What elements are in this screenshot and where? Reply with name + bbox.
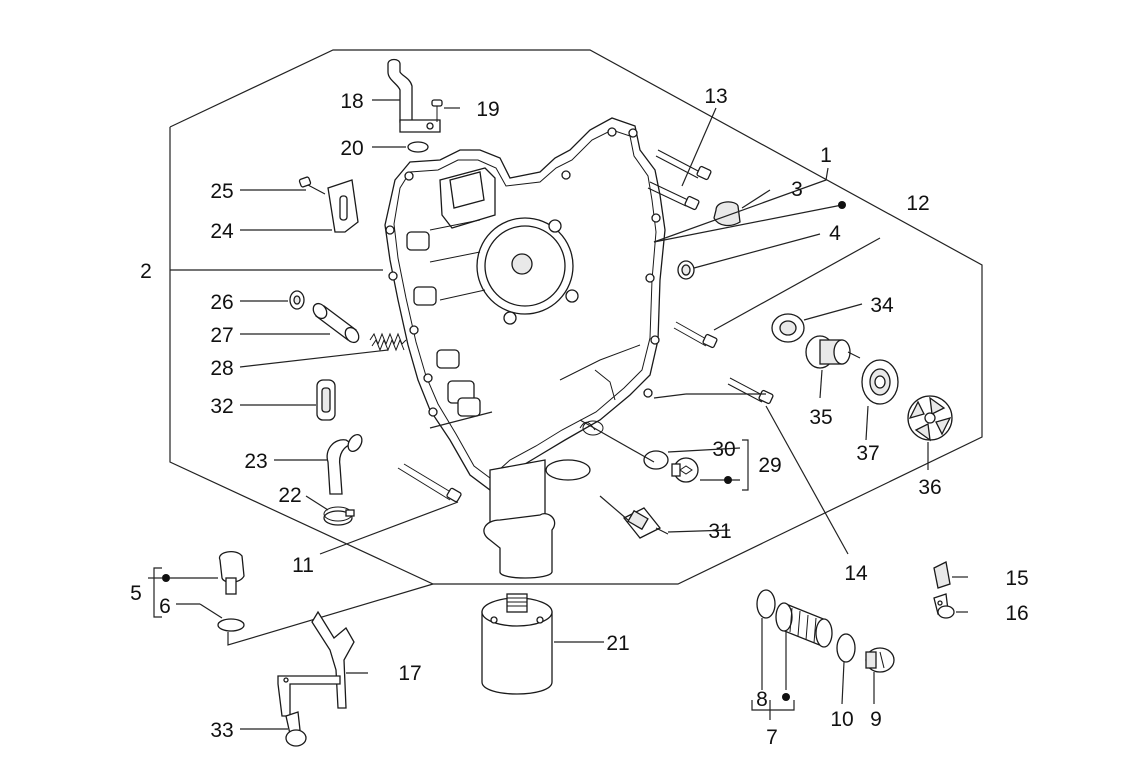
- part-25-bolt: [298, 176, 326, 195]
- callout-27: 27: [210, 324, 233, 347]
- part-7-strainer: [775, 602, 833, 648]
- part-30-o-ring: [643, 450, 669, 470]
- callout-37: 37: [856, 442, 879, 465]
- callout-5: 5: [130, 582, 142, 605]
- marker-dot-7: [782, 693, 790, 701]
- marker-dot-5: [162, 574, 170, 582]
- part-14-bolt: [727, 377, 774, 405]
- callout-19: 19: [476, 98, 499, 121]
- callout-32: 32: [210, 395, 233, 418]
- callout-30: 30: [712, 438, 735, 461]
- callout-17: 17: [398, 662, 421, 685]
- assembly-boundary: [169, 49, 983, 585]
- callout-16: 16: [1005, 602, 1028, 625]
- part-4-washer: [677, 260, 695, 280]
- part-8-o-ring: [756, 589, 776, 619]
- callout-1: 1: [820, 144, 832, 167]
- part-11-bolt: [397, 463, 462, 503]
- part-37-ring: [861, 359, 899, 405]
- part-35-pump-shaft: [805, 335, 861, 369]
- callout-21: 21: [606, 632, 629, 655]
- callout-33: 33: [210, 719, 233, 742]
- callout-20: 20: [340, 137, 363, 160]
- crankcase-cover: [384, 117, 666, 579]
- callout-35: 35: [809, 406, 832, 429]
- part-9-drain-plug: [865, 647, 895, 673]
- part-33-clip: [285, 711, 307, 747]
- part-23-hose: [326, 433, 363, 495]
- callout-23: 23: [244, 450, 267, 473]
- part-12-bolt: [673, 321, 718, 349]
- part-20-o-ring: [407, 141, 429, 153]
- part-18-pipe: [387, 58, 441, 133]
- callout-29: 29: [758, 454, 781, 477]
- callout-15: 15: [1005, 567, 1028, 590]
- part-28-spring: [369, 332, 407, 352]
- callout-2: 2: [140, 260, 152, 283]
- assembly-boundary-lower: [227, 583, 434, 646]
- part-16-clamp: [933, 593, 955, 619]
- callout-34: 34: [870, 294, 894, 317]
- part-13-bolts: [647, 149, 712, 211]
- callout-24: 24: [210, 220, 234, 243]
- part-15-clip: [933, 561, 951, 589]
- callout-36: 36: [918, 476, 941, 499]
- part-17-bracket: [277, 610, 355, 717]
- callout-13: 13: [704, 85, 727, 108]
- callout-11: 11: [292, 554, 314, 577]
- part-36-impeller: [907, 395, 953, 442]
- part-6-o-ring: [217, 618, 245, 632]
- part-26-seal: [289, 290, 305, 310]
- callout-7: 7: [766, 726, 778, 749]
- marker-dot-1: [838, 201, 846, 209]
- callout-18: 18: [340, 90, 363, 113]
- callout-14: 14: [844, 562, 868, 585]
- part-32-gasket: [316, 379, 336, 421]
- part-19-screw: [431, 99, 443, 122]
- callout-6: 6: [159, 595, 171, 618]
- part-31-sensor: [622, 507, 669, 539]
- part-24-bracket: [327, 179, 359, 233]
- marker-dot-29: [724, 476, 732, 484]
- callout-12: 12: [906, 192, 929, 215]
- callout-10: 10: [830, 708, 853, 731]
- part-21-oil-filter: [481, 593, 553, 695]
- callout-22: 22: [278, 484, 301, 507]
- part-34-seal: [771, 313, 805, 343]
- callout-8: 8: [756, 688, 768, 711]
- part-5-cap: [218, 550, 245, 595]
- part-3-cap: [713, 201, 741, 227]
- callout-9: 9: [870, 708, 882, 731]
- callout-3: 3: [791, 178, 803, 201]
- callout-28: 28: [210, 357, 233, 380]
- part-22-clamp: [323, 506, 355, 526]
- callout-25: 25: [210, 180, 233, 203]
- callout-4: 4: [829, 222, 841, 245]
- part-27-sleeve: [312, 302, 360, 344]
- leader-lines: [148, 99, 968, 730]
- part-10-o-ring: [836, 633, 856, 663]
- callout-31: 31: [708, 520, 731, 543]
- part-29-plug: [671, 457, 699, 483]
- callout-26: 26: [210, 291, 233, 314]
